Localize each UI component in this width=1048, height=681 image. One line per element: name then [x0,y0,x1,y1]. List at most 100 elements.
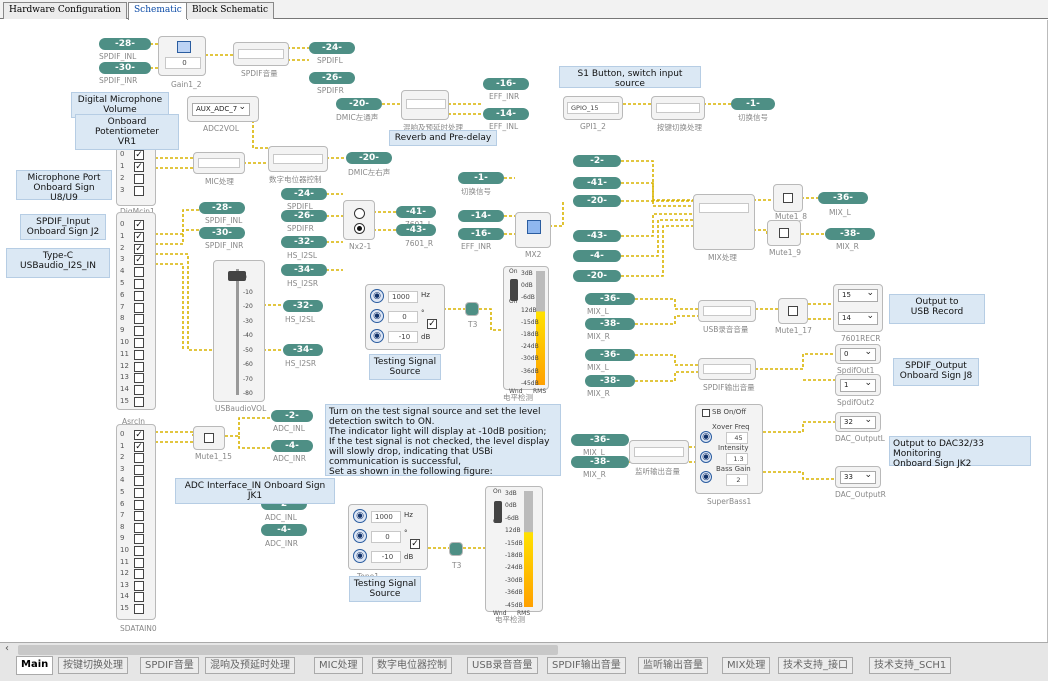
channel-checkbox[interactable] [134,174,144,184]
spdif-out-2-select[interactable]: 1 [840,378,876,392]
usb-record-volume-block[interactable] [698,300,756,322]
channel-checkbox[interactable]: ✓ [134,255,144,266]
channel-checkbox[interactable]: ✓ [134,162,144,172]
tab-spdif-volume[interactable]: SPDIF音量 [140,657,199,674]
tab-mix[interactable]: MIX处理 [722,657,771,674]
channel-checkbox[interactable] [134,314,144,325]
adc2vol-block[interactable]: AUX_ADC_7 [187,96,259,122]
intensity-input[interactable]: 1.3 [726,453,748,465]
digital-pot-block[interactable] [268,146,328,172]
mute-1-17[interactable] [778,298,808,324]
channel-checkbox[interactable] [134,569,144,580]
channel-checkbox[interactable] [134,546,144,556]
usb-audio-volume-block[interactable] [213,260,265,402]
level-input[interactable]: -10 [388,331,418,343]
mute-checkbox[interactable] [204,433,214,443]
source-select-block[interactable] [343,200,375,240]
tab-key-switch[interactable]: 按键切换处理 [58,657,128,674]
channel-checkbox[interactable]: ✓ [134,220,144,230]
frequency-input[interactable]: 1000 [371,511,401,523]
mute-checkbox[interactable] [788,306,798,316]
monitor-volume-block[interactable] [629,440,689,464]
mic-process-block[interactable] [193,152,245,174]
tab-mic[interactable]: MIC处理 [314,657,363,674]
tab-digital-pot[interactable]: 数字电位器控制 [372,657,452,674]
channel-checkbox[interactable] [134,267,144,278]
reverb-block[interactable] [401,90,449,120]
level-meter-2[interactable] [485,486,543,612]
channel-checkbox[interactable] [134,499,144,510]
phase-input[interactable]: 0 [388,311,418,323]
channel-checkbox[interactable] [134,326,144,337]
tab-usb-record[interactable]: USB录音音量 [467,657,538,674]
key-switch-block[interactable] [651,96,705,120]
volume-slider-thumb[interactable] [228,271,246,281]
channel-checkbox[interactable] [134,557,144,568]
mute-checkbox[interactable] [779,228,789,238]
channel-checkbox[interactable] [134,373,144,384]
superbass-block[interactable]: SB On/Off Xover Freq 45 Intensity 1.3 Ba… [695,404,763,494]
channel-checkbox[interactable] [134,476,144,487]
mx2-block[interactable] [515,212,551,248]
channel-checkbox[interactable]: ✓ [134,243,144,254]
channel-checkbox[interactable] [134,522,144,533]
usb-record-right-select[interactable]: 14 [838,311,878,325]
channel-checkbox[interactable]: ✓ [134,231,144,242]
tone-generator-2[interactable]: ◉ 1000 Hz ◉ 0 ° ◉ -10 dB ✓ [348,504,428,570]
frequency-input[interactable]: 1000 [388,291,418,303]
usb-record-output[interactable]: 15 14 [833,284,883,332]
tab-schematic[interactable]: Schematic [128,2,188,20]
channel-checkbox[interactable] [134,397,144,407]
phase-input[interactable]: 0 [371,531,401,543]
spdif-out-1-select[interactable]: 0 [840,347,876,361]
schematic-canvas[interactable]: -28- SPDIF_INL -30- SPDIF_INR 0 Gain1_2 … [3,20,1048,642]
tone-generator-1[interactable]: ◉ 1000 Hz ◉ 0 ° ◉ -10 dB ✓ [365,284,445,350]
t3-node[interactable] [465,302,479,316]
channel-checkbox[interactable] [134,385,144,396]
channel-checkbox[interactable] [134,534,144,545]
channel-checkbox[interactable] [134,488,144,498]
dac-output-right[interactable]: 33 [835,466,881,488]
channel-checkbox[interactable] [134,592,144,603]
tab-hardware-configuration[interactable]: Hardware Configuration [3,2,127,19]
channel-checkbox[interactable] [134,453,144,464]
aux-adc-select[interactable]: AUX_ADC_7 [192,102,250,116]
spdif-out-2[interactable]: 1 [835,374,881,396]
tab-support-interface[interactable]: 技术支持_接口 [778,657,853,674]
tab-spdif-output[interactable]: SPDIF输出音量 [547,657,626,674]
mute-checkbox[interactable] [783,193,793,203]
channel-checkbox[interactable]: ✓ [134,150,144,160]
channel-checkbox[interactable] [134,349,144,360]
channel-checkbox[interactable] [134,464,144,475]
tab-monitor[interactable]: 监听输出音量 [638,657,708,674]
channel-checkbox[interactable] [134,186,144,196]
bass-gain-input[interactable]: 2 [726,474,748,486]
scroll-left-icon[interactable]: ‹ [5,643,9,654]
channel-checkbox[interactable] [134,361,144,372]
gain-value[interactable]: 0 [165,57,201,69]
tone-enable-checkbox[interactable]: ✓ [427,319,437,329]
spdif-output-volume-block[interactable] [698,358,756,380]
dac-right-select[interactable]: 33 [840,470,876,484]
tab-reverb[interactable]: 混响及预延时处理 [205,657,295,674]
channel-checkbox[interactable]: ✓ [134,441,144,452]
tab-support-sch1[interactable]: 技术支持_SCH1 [869,657,952,674]
channel-checkbox[interactable] [134,279,144,289]
gpio-field[interactable]: GPIO_15 [567,102,619,114]
meter-switch[interactable] [494,501,502,523]
xover-freq-input[interactable]: 45 [726,432,748,444]
mix-process-block[interactable] [693,194,755,250]
radio-option-1[interactable] [354,208,365,219]
spdif-out-1[interactable]: 0 [835,344,881,364]
t3-node[interactable] [449,542,463,556]
radio-option-2[interactable] [354,223,365,234]
usb-record-left-select[interactable]: 15 [838,288,878,302]
channel-checkbox[interactable] [134,290,144,301]
level-meter-1[interactable] [503,266,549,390]
level-input[interactable]: -10 [371,551,401,563]
gpio-block[interactable]: GPIO_15 [563,96,623,120]
mute-1-8[interactable] [773,184,803,212]
tab-block-schematic[interactable]: Block Schematic [186,2,275,19]
superbass-toggle[interactable] [702,409,710,417]
dac-output-left[interactable]: 32 [835,412,881,432]
